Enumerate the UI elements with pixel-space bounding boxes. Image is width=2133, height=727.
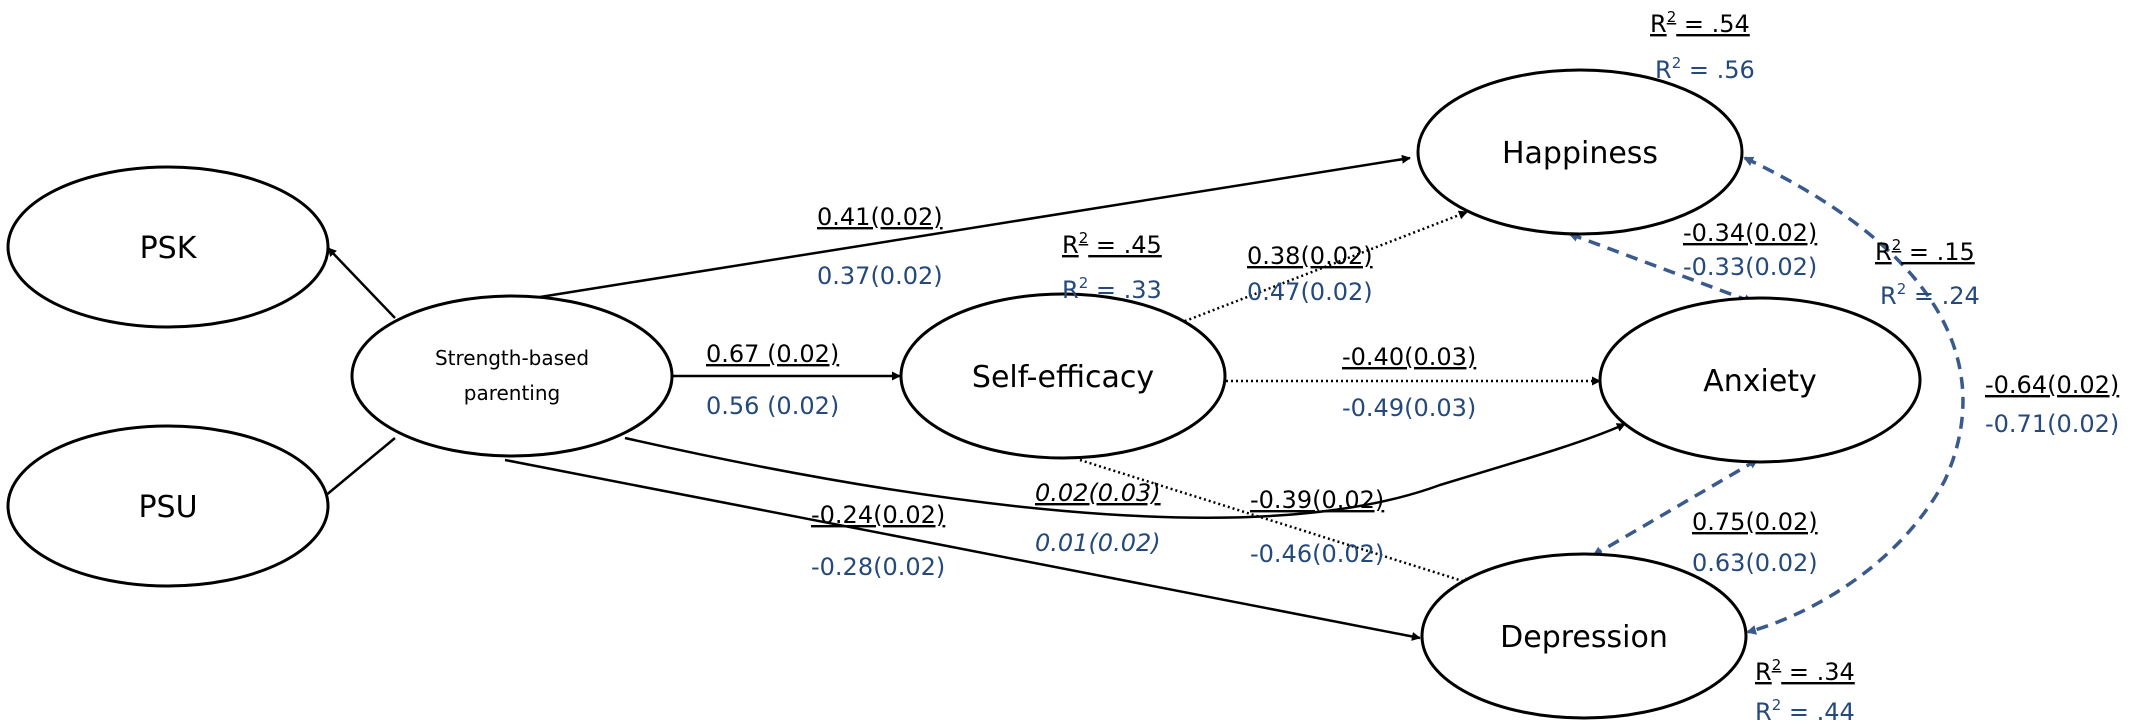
node-psk-shape bbox=[6, 165, 330, 329]
r2-depression: R2 = .34 R2 = .44 bbox=[1755, 656, 1855, 726]
edge-sbp-anxiety bbox=[624, 422, 1626, 519]
node-depression: Depression bbox=[1420, 552, 1748, 720]
coef-sbp-happiness-top: 0.41(0.02) bbox=[817, 203, 943, 231]
node-psu-label: PSU bbox=[138, 490, 197, 525]
node-anxiety-label: Anxiety bbox=[1703, 364, 1817, 399]
edge-cov-happiness-anxiety bbox=[1568, 232, 1754, 304]
node-self-efficacy-shape bbox=[899, 292, 1227, 460]
node-psk-label: PSK bbox=[140, 231, 198, 266]
coef-anxiety-depression-bottom: 0.63(0.02) bbox=[1692, 549, 1818, 577]
coef-se-anxiety-bottom: -0.49(0.03) bbox=[1342, 394, 1476, 422]
coef-sbp-depression-bottom: -0.28(0.02) bbox=[811, 553, 945, 581]
coef-sbp-anxiety: 0.02(0.03) 0.01(0.02) bbox=[1035, 479, 1161, 557]
coef-happiness-anxiety-bottom: -0.33(0.02) bbox=[1683, 253, 1817, 281]
edge-se-depression bbox=[1079, 458, 1473, 586]
r2-anxiety-top: R2 = .15 bbox=[1875, 236, 1975, 266]
r2-depression-top: R2 = .34 bbox=[1755, 656, 1855, 686]
edge-cov-anxiety-depression bbox=[1592, 458, 1759, 557]
r2-anxiety-bottom: R2 = .24 bbox=[1880, 280, 1980, 310]
node-anxiety-shape bbox=[1598, 296, 1922, 464]
coef-happiness-anxiety: -0.34(0.02) -0.33(0.02) bbox=[1683, 219, 1817, 281]
edges bbox=[312, 154, 1965, 641]
coef-sbp-happiness-bottom: 0.37(0.02) bbox=[817, 262, 943, 290]
coef-sbp-depression-top: -0.24(0.02) bbox=[811, 501, 945, 529]
node-depression-shape bbox=[1420, 552, 1748, 720]
coef-se-depression-top: -0.39(0.02) bbox=[1250, 486, 1384, 514]
node-strength-based-parenting: Strength-based parenting bbox=[350, 294, 674, 458]
node-sbp-shape bbox=[350, 294, 674, 458]
node-sbp-label-line2: parenting bbox=[464, 381, 560, 405]
coef-sbp-depression: -0.24(0.02) -0.28(0.02) bbox=[811, 501, 945, 581]
coef-se-depression: -0.39(0.02) -0.46(0.02) bbox=[1250, 486, 1384, 568]
edge-sbp-depression bbox=[504, 458, 1421, 641]
node-sbp-label-line1: Strength-based bbox=[435, 346, 589, 370]
coef-anxiety-depression-top: 0.75(0.02) bbox=[1692, 508, 1818, 536]
node-happiness: Happiness bbox=[1416, 68, 1744, 236]
node-depression-label: Depression bbox=[1500, 620, 1668, 655]
coef-sbp-anxiety-bottom: 0.01(0.02) bbox=[1035, 529, 1161, 557]
coef-happiness-anxiety-top: -0.34(0.02) bbox=[1683, 219, 1817, 247]
coef-sbp-self-efficacy-top: 0.67 (0.02) bbox=[706, 340, 839, 368]
r2-self-efficacy: R2 = .45 R2 = .33 bbox=[1062, 229, 1162, 304]
node-anxiety: Anxiety bbox=[1598, 296, 1922, 464]
edge-se-happiness bbox=[1179, 210, 1468, 325]
r2-self-efficacy-bottom: R2 = .33 bbox=[1062, 274, 1162, 304]
coef-se-happiness: 0.38(0.02) 0.47(0.02) bbox=[1247, 242, 1373, 306]
r2-happiness-bottom: R2 = .56 bbox=[1655, 54, 1755, 84]
coef-se-anxiety-top: -0.40(0.03) bbox=[1342, 343, 1476, 371]
node-happiness-label: Happiness bbox=[1502, 136, 1658, 171]
node-self-efficacy: Self-efficacy bbox=[899, 292, 1227, 460]
coef-se-depression-bottom: -0.46(0.02) bbox=[1250, 540, 1384, 568]
coef-sbp-happiness: 0.41(0.02) 0.37(0.02) bbox=[817, 203, 943, 290]
node-happiness-shape bbox=[1416, 68, 1744, 236]
coef-anxiety-depression: 0.75(0.02) 0.63(0.02) bbox=[1692, 508, 1818, 577]
r2-depression-bottom: R2 = .44 bbox=[1755, 696, 1855, 726]
r2-happiness: R2 = .54 R2 = .56 bbox=[1650, 8, 1755, 84]
coef-happiness-depression-top: -0.64(0.02) bbox=[1985, 371, 2119, 399]
node-psu: PSU bbox=[6, 424, 330, 588]
coef-se-happiness-bottom: 0.47(0.02) bbox=[1247, 278, 1373, 306]
r2-anxiety: R2 = .15 R2 = .24 bbox=[1875, 236, 1980, 310]
coef-happiness-depression-bottom: -0.71(0.02) bbox=[1985, 410, 2119, 438]
edge-cov-happiness-depression bbox=[1743, 156, 1965, 635]
r2-happiness-top: R2 = .54 bbox=[1650, 8, 1750, 38]
coef-sbp-anxiety-top: 0.02(0.03) bbox=[1035, 479, 1161, 507]
node-self-efficacy-label: Self-efficacy bbox=[972, 360, 1154, 395]
node-psu-shape bbox=[6, 424, 330, 588]
r2-self-efficacy-top: R2 = .45 bbox=[1062, 229, 1162, 259]
node-psk: PSK bbox=[6, 165, 330, 329]
coef-sbp-self-efficacy-bottom: 0.56 (0.02) bbox=[706, 392, 839, 420]
edge-sbp-happiness bbox=[539, 154, 1411, 299]
edge-sbp-psk bbox=[327, 247, 396, 319]
coef-se-anxiety: -0.40(0.03) -0.49(0.03) bbox=[1342, 343, 1476, 422]
coef-happiness-depression: -0.64(0.02) -0.71(0.02) bbox=[1985, 371, 2119, 438]
coef-se-happiness-top: 0.38(0.02) bbox=[1247, 242, 1373, 270]
coef-sbp-self-efficacy: 0.67 (0.02) 0.56 (0.02) bbox=[706, 340, 839, 420]
